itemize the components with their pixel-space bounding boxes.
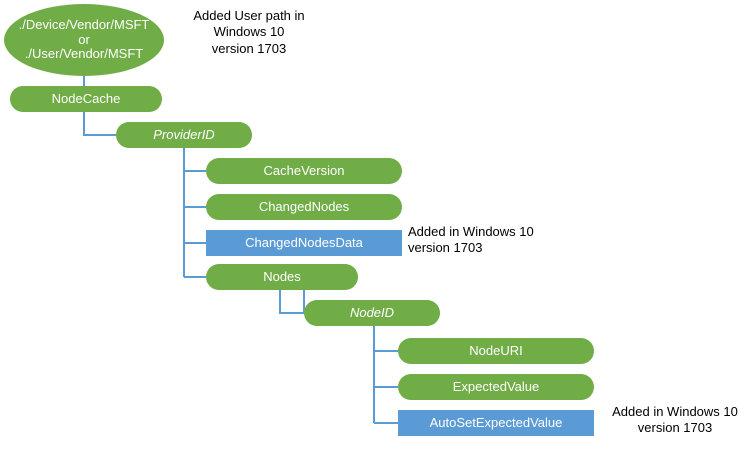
node-nodes[interactable]: Nodes (206, 264, 358, 290)
annotation-changednodesdata-added: Added in Windows 10 version 1703 (408, 224, 534, 256)
node-nodeid[interactable]: NodeID (304, 300, 440, 326)
node-autosetexpectedvalue[interactable]: AutoSetExpectedValue (398, 410, 594, 436)
node-nodeuri[interactable]: NodeURI (398, 338, 594, 364)
node-providerid[interactable]: ProviderID (116, 122, 252, 148)
node-expectedvalue[interactable]: ExpectedValue (398, 374, 594, 400)
node-device-user-vendor-msft[interactable]: ./Device/Vendor/MSFT or ./User/Vendor/MS… (4, 4, 164, 76)
annotation-autoset-added: Added in Windows 10 version 1703 (612, 404, 738, 436)
annotation-added-user-path: Added User path in Windows 10 version 17… (193, 8, 305, 56)
node-changednodes[interactable]: ChangedNodes (206, 194, 402, 220)
node-changednodesdata[interactable]: ChangedNodesData (206, 230, 402, 256)
node-nodecache[interactable]: NodeCache (10, 86, 162, 112)
node-cacheversion[interactable]: CacheVersion (206, 158, 402, 184)
